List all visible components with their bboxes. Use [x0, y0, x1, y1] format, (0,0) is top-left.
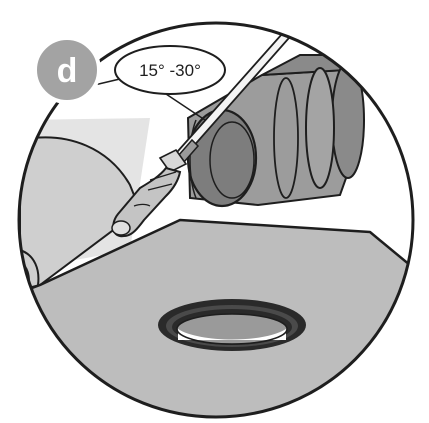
angle-callout-text: 15° -30°: [139, 61, 201, 80]
step-badge: d: [35, 38, 99, 102]
angle-callout: 15° -30°: [115, 46, 225, 94]
bore-hole: [158, 299, 306, 351]
step-badge-letter: d: [57, 52, 78, 90]
